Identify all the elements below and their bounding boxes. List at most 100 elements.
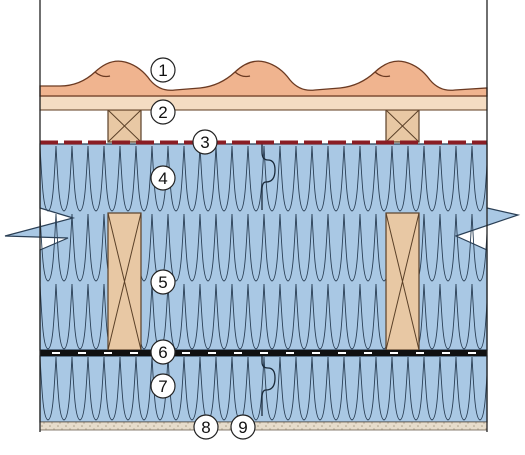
insulation-fibre-loop xyxy=(311,213,329,282)
insulation-fibre-loop xyxy=(87,283,105,350)
insulation-fibre-loop xyxy=(311,145,329,212)
vapour-layer-gap xyxy=(234,352,242,354)
insulation-fibre-loop xyxy=(199,213,217,282)
insulation-fibre-loop xyxy=(455,145,473,212)
label-1: 1 xyxy=(150,57,176,83)
insulation-fibre-loop xyxy=(119,145,137,212)
insulation-fibre-loop xyxy=(375,145,393,212)
vapour-layer-gap xyxy=(208,352,216,354)
insulation-fibre-loop xyxy=(40,213,57,282)
insulation-fibre-loop xyxy=(135,356,153,421)
vapour-layer-gap xyxy=(416,352,424,354)
insulation-fibre-loop xyxy=(215,356,233,421)
insulation-fibre-loop xyxy=(423,145,441,212)
svg-text:2: 2 xyxy=(158,103,167,122)
insulation-fibre-loop xyxy=(71,283,89,350)
insulation-fibre-loop xyxy=(343,356,361,421)
vapour-layer-gap xyxy=(130,352,138,354)
insulation-fibre-loop xyxy=(359,283,377,350)
roof-tiles xyxy=(39,60,488,97)
insulation-fibre-loop xyxy=(311,356,329,421)
tile-overlap-lines xyxy=(94,71,391,78)
svg-text:4: 4 xyxy=(158,169,167,188)
insulation-fibre-loop xyxy=(471,145,487,212)
insulation-fibre-loop xyxy=(40,356,57,421)
svg-text:9: 9 xyxy=(238,418,247,437)
insulation-fibre-loop xyxy=(279,283,297,350)
insulation-fibre-loop xyxy=(439,283,457,350)
insulation-seam-upper xyxy=(261,144,276,210)
insulation-fibre-loop xyxy=(455,283,473,350)
label-8: 8 xyxy=(193,414,219,440)
insulation-fibre-loop xyxy=(263,283,281,350)
interior-lining-board xyxy=(39,421,488,431)
insulation-fibre-loop xyxy=(103,356,121,421)
insulation-fibre-loop xyxy=(231,283,249,350)
insulation-fibre-loop xyxy=(455,213,473,282)
insulation-fibre-loop xyxy=(471,356,487,421)
vapour-layer-gap xyxy=(338,352,346,354)
insulation-fibre-loop xyxy=(215,283,233,350)
vapour-layer-gap xyxy=(468,352,476,354)
label-3: 3 xyxy=(192,129,218,155)
vapour-layer-gap xyxy=(78,352,86,354)
insulation-fibre-loop xyxy=(279,145,297,212)
insulation-fibre-loop xyxy=(471,213,487,282)
counter-batten-right xyxy=(385,109,420,143)
insulation-fibre-loop xyxy=(183,213,201,282)
insulation-fibre-loop xyxy=(391,145,409,212)
insulation-fibre-loop xyxy=(263,213,281,282)
insulation-fibre-loop xyxy=(343,283,361,350)
insulation-fibre-loop xyxy=(135,145,153,212)
vapour-layer-gap xyxy=(286,352,294,354)
insulation-fibre-loop xyxy=(215,213,233,282)
svg-text:6: 6 xyxy=(158,343,167,362)
label-9: 9 xyxy=(230,414,256,440)
label-2: 2 xyxy=(150,99,176,125)
insulation-fibre-loop xyxy=(167,213,185,282)
insulation-fibre-loop xyxy=(327,213,345,282)
label-4: 4 xyxy=(150,165,176,191)
label-5: 5 xyxy=(150,269,176,295)
insulation-fibre-loop xyxy=(55,283,73,350)
insulation-fibre-loop xyxy=(439,145,457,212)
insulation-fibre-loop xyxy=(183,356,201,421)
svg-text:1: 1 xyxy=(158,61,167,80)
rafter-right xyxy=(385,212,420,351)
vapour-layer-gap xyxy=(104,352,112,354)
insulation-fibre-loop xyxy=(295,356,313,421)
insulation-fibre-loop xyxy=(407,356,425,421)
svg-text:3: 3 xyxy=(200,133,209,152)
insulation-fibre-loop xyxy=(471,283,487,350)
label-7: 7 xyxy=(150,373,176,399)
insulation-fibre-loop xyxy=(247,213,265,282)
insulation-fibre-loop xyxy=(247,356,265,421)
svg-text:5: 5 xyxy=(158,273,167,292)
insulation-fibre-loop xyxy=(87,356,105,421)
insulation-fibre-loop xyxy=(263,356,281,421)
insulation-fibre-loop xyxy=(359,213,377,282)
vapour-layer-gap xyxy=(52,352,60,354)
insulation-fibre-loop xyxy=(391,356,409,421)
insulation-fibre-loop xyxy=(40,145,57,212)
insulation-fibre-loop xyxy=(231,213,249,282)
insulation-fibre-loop xyxy=(40,283,57,350)
vapour-layer-gap xyxy=(260,352,268,354)
insulation-fibre-loop xyxy=(71,356,89,421)
insulation-fibre-loop xyxy=(167,283,185,350)
insulation-fibre-loop xyxy=(119,356,137,421)
insulation-fibre-loop xyxy=(375,356,393,421)
tile-batten-board xyxy=(39,95,488,111)
svg-text:7: 7 xyxy=(158,377,167,396)
insulation-fibre-loop xyxy=(407,145,425,212)
insulation-fibre-loop xyxy=(295,145,313,212)
insulation-fibre-pattern-upper xyxy=(40,145,487,350)
insulation-fibre-loop xyxy=(103,145,121,212)
insulation-fibre-loop xyxy=(183,283,201,350)
insulation-fibre-loop xyxy=(279,213,297,282)
vapour-layer-gap xyxy=(442,352,450,354)
insulation-fibre-loop xyxy=(359,145,377,212)
insulation-fibre-loop xyxy=(55,356,73,421)
vapour-layer-gap xyxy=(312,352,320,354)
svg-text:8: 8 xyxy=(201,418,210,437)
